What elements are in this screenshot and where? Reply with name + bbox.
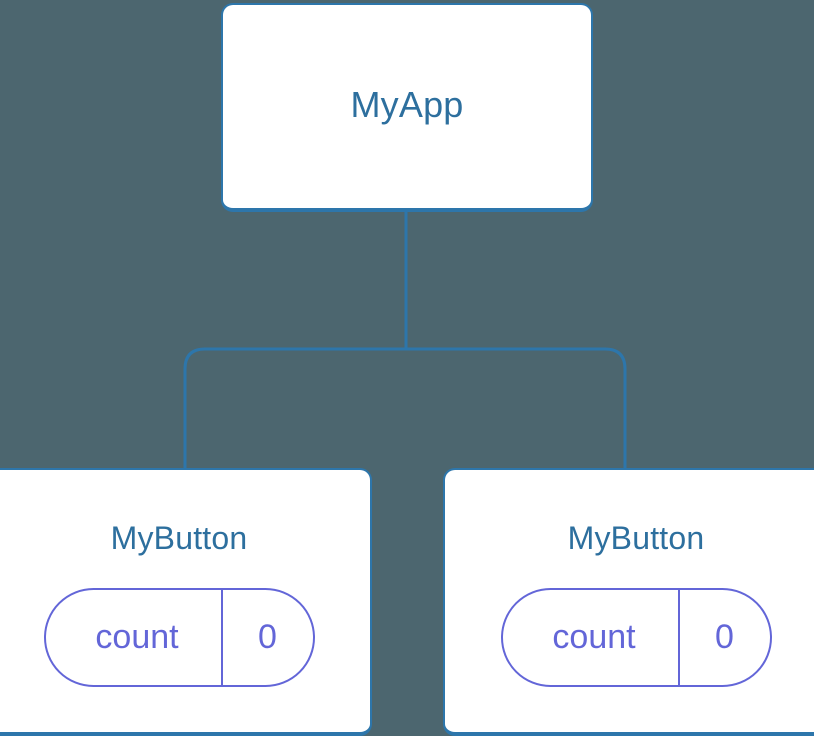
component-node-child-1[interactable]: MyButton count 0: [0, 468, 372, 736]
component-name-label: MyButton: [567, 520, 705, 556]
state-pill[interactable]: count 0: [500, 588, 772, 687]
component-node-child-2[interactable]: MyButton count 0: [443, 468, 814, 736]
connector-branch-left: [183, 347, 406, 469]
component-name-label: MyApp: [350, 83, 464, 125]
state-value-label: 0: [677, 590, 770, 685]
state-value-label: 0: [220, 590, 313, 685]
component-name-label: MyButton: [110, 520, 248, 556]
component-node-root[interactable]: MyApp: [221, 3, 593, 212]
state-pill[interactable]: count 0: [43, 588, 315, 687]
state-key-label: count: [95, 618, 179, 656]
state-key-label: count: [552, 618, 636, 656]
connector-branch-right: [406, 347, 627, 469]
